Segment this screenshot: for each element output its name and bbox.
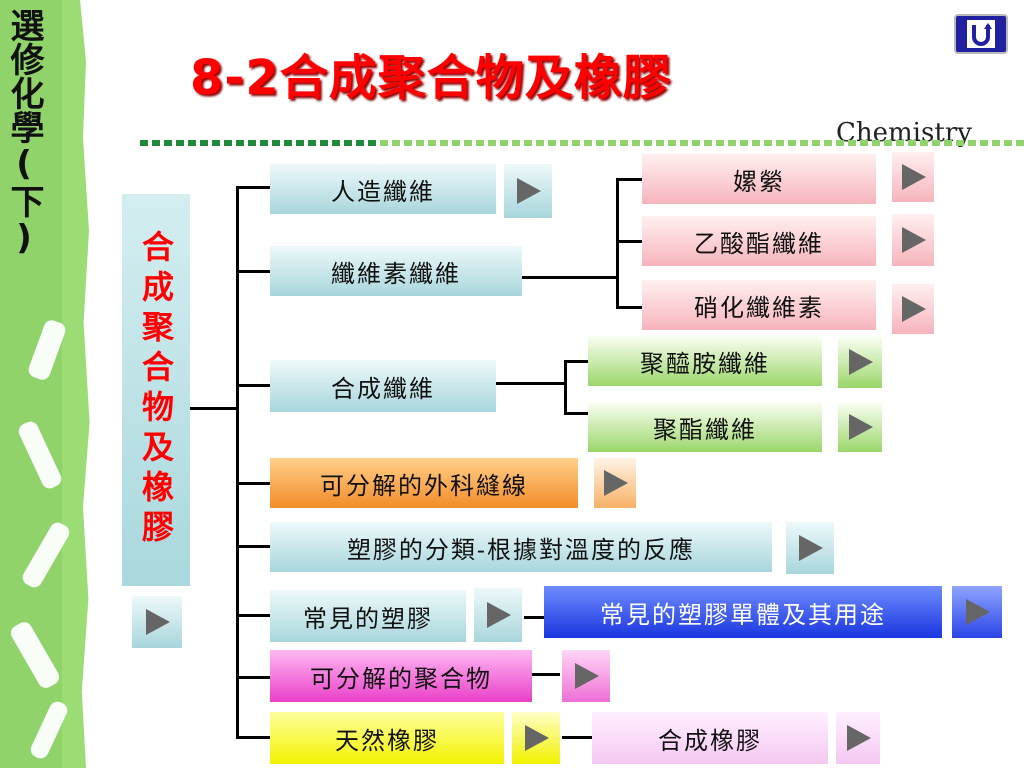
play-triangle-icon <box>799 535 823 561</box>
play-button-polyamide-fiber[interactable] <box>838 336 882 388</box>
node-acetate-fiber[interactable]: 乙酸酯纖維 <box>642 216 876 266</box>
play-triangle-icon <box>146 609 170 635</box>
play-button-common-plastics[interactable] <box>474 588 522 642</box>
play-button-plastic-classification[interactable] <box>786 522 834 574</box>
root-play-button[interactable] <box>132 596 182 648</box>
node-natural-rubber[interactable]: 天然橡膠 <box>270 712 504 764</box>
course-title: 選修化學(下) <box>4 8 44 258</box>
node-artificial-fiber[interactable]: 人造纖維 <box>270 164 496 214</box>
play-button-degradable-polymer[interactable] <box>562 650 610 702</box>
node-synthetic-fiber[interactable]: 合成纖維 <box>270 360 496 412</box>
play-triangle-icon <box>487 602 511 628</box>
sidebar: 選修化學(下) <box>0 0 98 768</box>
root-topic: 合成聚合物及橡膠 <box>122 194 190 586</box>
play-button-natural-rubber[interactable] <box>512 712 560 764</box>
sidebar-edge <box>62 0 90 768</box>
node-polyamide-fiber[interactable]: 聚醯胺纖維 <box>588 336 822 386</box>
play-triangle-icon <box>517 178 541 204</box>
play-button-rayon[interactable] <box>892 152 934 202</box>
play-button-polyester-fiber[interactable] <box>838 402 882 452</box>
node-polyester-fiber[interactable]: 聚酯纖維 <box>588 402 822 452</box>
node-degradable-polymer[interactable]: 可分解的聚合物 <box>270 650 532 702</box>
node-cellulose-fiber[interactable]: 纖維素纖維 <box>270 246 522 296</box>
play-triangle-icon <box>849 414 873 440</box>
play-button-synthetic-rubber[interactable] <box>836 712 880 764</box>
node-plastic-classification[interactable]: 塑膠的分類-根據對溫度的反應 <box>270 522 772 572</box>
page-title: 8-2合成聚合物及橡膠 <box>190 50 672 106</box>
play-triangle-icon <box>604 470 628 496</box>
node-rayon[interactable]: 嫘縈 <box>642 154 876 204</box>
play-triangle-icon <box>575 663 599 689</box>
connector <box>236 186 239 738</box>
play-button-nitrocellulose[interactable] <box>892 284 934 334</box>
play-triangle-icon <box>902 296 926 322</box>
play-button-acetate-fiber[interactable] <box>892 214 934 266</box>
node-plastic-monomers[interactable]: 常見的塑膠單體及其用途 <box>544 586 942 638</box>
u-turn-return-icon <box>967 20 995 48</box>
play-button-plastic-monomers[interactable] <box>952 586 1002 638</box>
play-triangle-icon <box>525 725 549 751</box>
node-nitrocellulose[interactable]: 硝化纖維素 <box>642 280 876 330</box>
node-synthetic-rubber[interactable]: 合成橡膠 <box>592 712 828 764</box>
play-button-sutures[interactable] <box>594 458 636 508</box>
root-topic-label: 合成聚合物及橡膠 <box>137 230 175 550</box>
play-triangle-icon <box>849 349 873 375</box>
node-degradable-sutures[interactable]: 可分解的外科縫線 <box>270 458 578 508</box>
play-triangle-icon <box>902 227 926 253</box>
play-triangle-icon <box>902 164 926 190</box>
header-divider <box>140 140 1024 146</box>
connector <box>190 407 238 410</box>
return-button[interactable] <box>954 14 1008 54</box>
play-button-artificial-fiber[interactable] <box>504 164 552 218</box>
node-common-plastics[interactable]: 常見的塑膠 <box>270 590 466 642</box>
play-triangle-icon <box>847 725 871 751</box>
play-triangle-icon <box>966 599 990 625</box>
